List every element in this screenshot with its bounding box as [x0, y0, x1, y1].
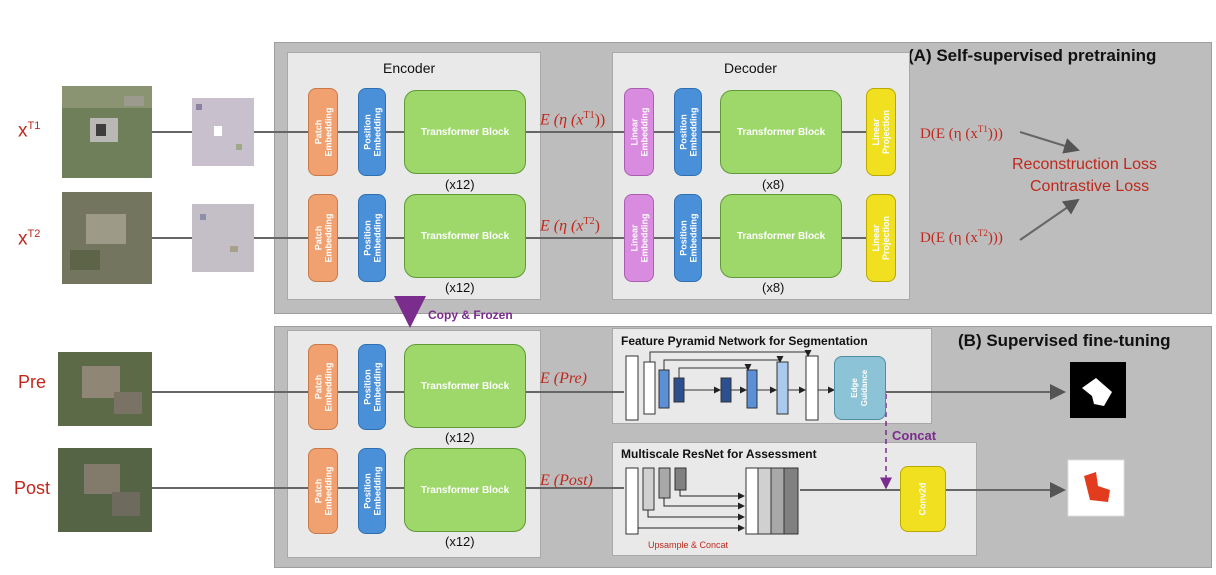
- dec-position-embedding-t2: Position Embedding: [674, 194, 702, 282]
- transformer-block-enc-t1: Transformer Block: [404, 90, 526, 174]
- enc-output-pre: E (Pre): [540, 370, 587, 387]
- decoder-title: Decoder: [724, 60, 777, 76]
- enc-output-post: E (Post): [540, 472, 593, 489]
- resnet-title: Multiscale ResNet for Assessment: [621, 447, 817, 461]
- position-embedding-t2: Position Embedding: [358, 194, 386, 282]
- dec-output-t2: D(E (η (xT2))): [920, 228, 1003, 247]
- dec-output-t1-end: ))): [987, 126, 1003, 142]
- dec-repeat-t1: (x8): [762, 177, 785, 192]
- enc-output-t1: E (η (xT1)): [540, 110, 605, 129]
- enc-repeat-t2: (x12): [445, 280, 475, 295]
- transformer-block-enc-t2: Transformer Block: [404, 194, 526, 278]
- patch-embedding-post: Patch Embedding: [308, 448, 338, 534]
- satellite-image-post: [58, 448, 152, 532]
- input-pre: Pre: [18, 372, 47, 392]
- linear-projection-t2: Linear Projection: [866, 194, 896, 282]
- position-embedding-t1: Position Embedding: [358, 88, 386, 176]
- transformer-block-post: Transformer Block: [404, 448, 526, 532]
- position-embedding-pre: Position Embedding: [358, 344, 386, 430]
- enc-repeat-post: (x12): [445, 534, 475, 549]
- dec-output-t2-sup: T2: [977, 228, 988, 238]
- enc-output-t2: E (η (xT2): [540, 216, 600, 235]
- transformer-block-dec-t2: Transformer Block: [720, 194, 842, 278]
- enc-output-t2-sup: T2: [583, 216, 595, 227]
- linear-embedding-t2: Linear Embedding: [624, 194, 654, 282]
- reconstruction-loss: Reconstruction Loss: [1012, 156, 1157, 173]
- transformer-block-pre: Transformer Block: [404, 344, 526, 428]
- contrastive-loss: Contrastive Loss: [1030, 178, 1150, 195]
- input-post: Post: [14, 478, 51, 498]
- satellite-image-t2: [62, 192, 152, 284]
- damage-output: [1067, 459, 1125, 517]
- enc-output-t2-main: E (η (x: [540, 217, 584, 235]
- concat-label: Concat: [892, 428, 937, 443]
- enc-output-t1-end: )): [594, 111, 606, 129]
- encoder-title: Encoder: [383, 60, 436, 76]
- input-x-t1-base: x: [18, 120, 28, 142]
- dec-output-t1-main: D(E (η (x: [920, 126, 978, 142]
- conv2d-block: Conv2d: [900, 466, 946, 532]
- input-x-t2-base: x: [18, 228, 28, 250]
- enc-repeat-t1: (x12): [445, 177, 475, 192]
- position-embedding-post: Position Embedding: [358, 448, 386, 534]
- enc-output-t2-end: ): [594, 217, 600, 235]
- input-x-t1: xT1: [18, 120, 40, 142]
- transformer-block-dec-t1: Transformer Block: [720, 90, 842, 174]
- masked-patch-t1: [192, 98, 254, 166]
- edge-guidance-block: Edge Guidance: [834, 356, 886, 420]
- dec-output-t1: D(E (η (xT1))): [920, 124, 1003, 143]
- patch-embedding-t1: Patch Embedding: [308, 88, 338, 176]
- upsample-concat-label: Upsample & Concat: [648, 540, 729, 550]
- finetuning-title: (B) Supervised fine-tuning: [958, 331, 1171, 350]
- segmentation-output: [1070, 362, 1126, 418]
- dec-output-t1-sup: T1: [977, 124, 988, 134]
- input-x-t1-sup: T1: [27, 120, 41, 132]
- linear-embedding-t1: Linear Embedding: [624, 88, 654, 176]
- copy-frozen-label: Copy & Frozen: [428, 308, 513, 322]
- input-x-t2: xT2: [18, 228, 40, 250]
- enc-output-t1-main: E (η (x: [540, 111, 584, 129]
- dec-position-embedding-t1: Position Embedding: [674, 88, 702, 176]
- linear-projection-t1: Linear Projection: [866, 88, 896, 176]
- dec-output-t2-end: ))): [987, 230, 1003, 246]
- patch-embedding-pre: Patch Embedding: [308, 344, 338, 430]
- pretraining-title: (A) Self-supervised pretraining: [908, 46, 1157, 65]
- input-x-t2-sup: T2: [27, 228, 41, 240]
- enc-repeat-pre: (x12): [445, 430, 475, 445]
- patch-embedding-t2: Patch Embedding: [308, 194, 338, 282]
- satellite-image-t1: [62, 86, 152, 178]
- enc-output-t1-sup: T1: [583, 110, 595, 121]
- fpn-title: Feature Pyramid Network for Segmentation: [621, 334, 868, 348]
- masked-patch-t2: [192, 204, 254, 272]
- dec-output-t2-main: D(E (η (x: [920, 230, 978, 246]
- satellite-image-pre: [58, 352, 152, 426]
- dec-repeat-t2: (x8): [762, 280, 785, 295]
